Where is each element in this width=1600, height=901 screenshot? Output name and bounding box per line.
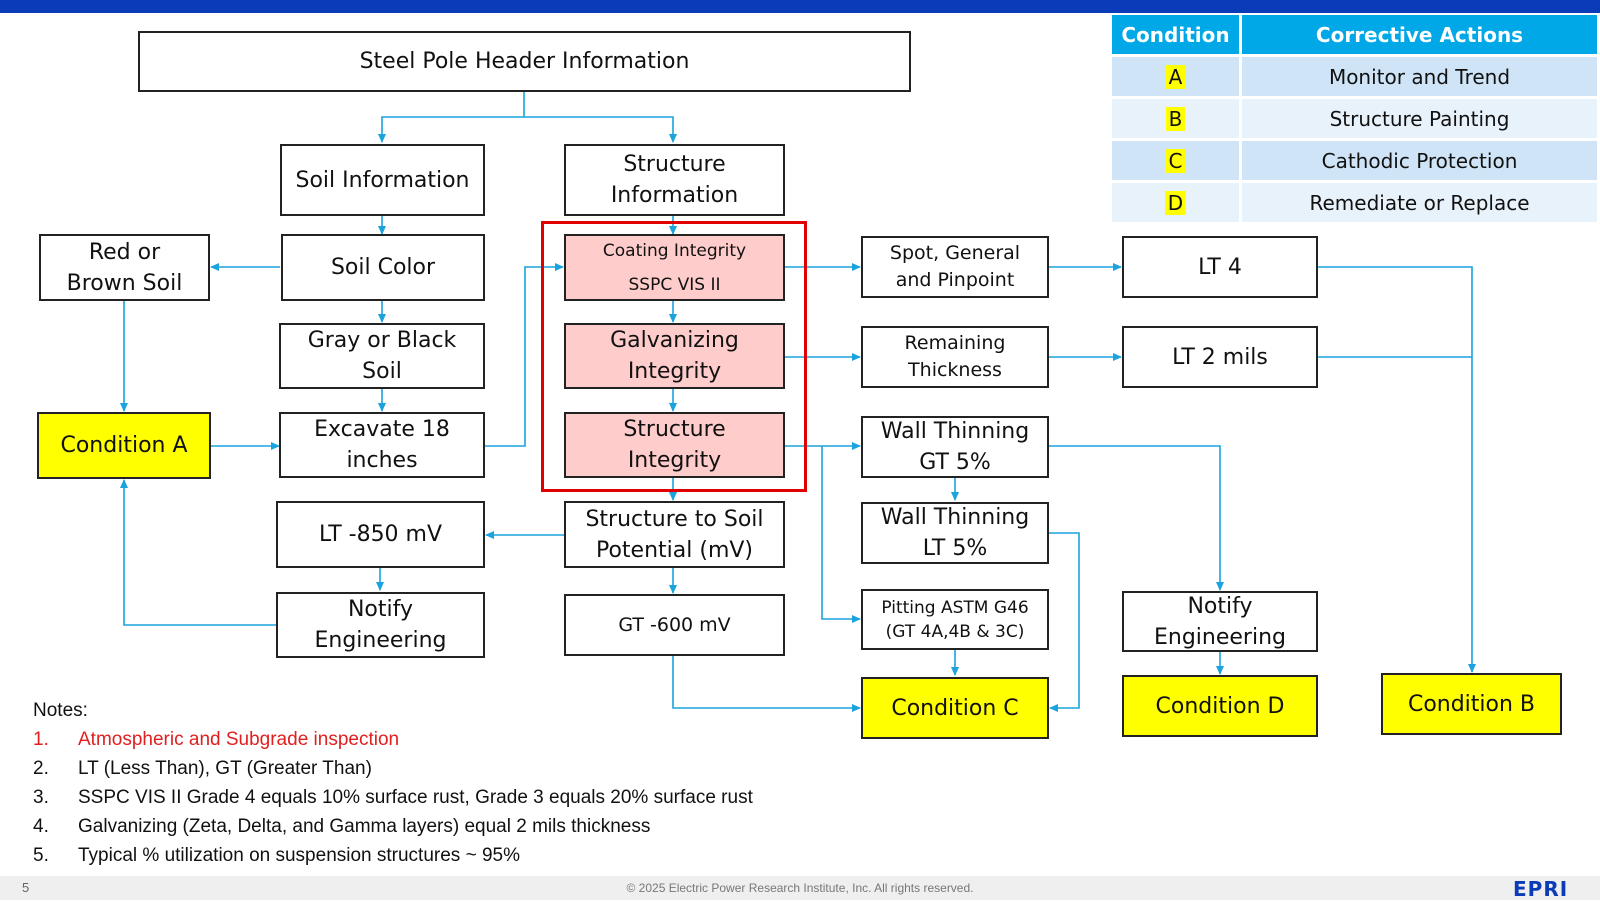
footer-bar xyxy=(0,876,1600,900)
lt-2-mils-box: LT 2 mils xyxy=(1122,326,1318,388)
table-row: A Monitor and Trend xyxy=(1112,54,1600,98)
table-row: C Cathodic Protection xyxy=(1112,138,1600,182)
condition-d-box: Condition D xyxy=(1122,675,1318,737)
notes-title: Notes: xyxy=(33,700,88,721)
epri-logo: EPRI xyxy=(1513,877,1569,901)
condition-letter: B xyxy=(1165,106,1186,131)
top-accent-bar xyxy=(0,0,1600,13)
condition-b-box: Condition B xyxy=(1381,673,1562,735)
condition-letter: D xyxy=(1164,190,1187,215)
table-row: B Structure Painting xyxy=(1112,96,1600,140)
note-item: 4.Galvanizing (Zeta, Delta, and Gamma la… xyxy=(33,816,651,837)
steel-pole-header-box: Steel Pole Header Information xyxy=(138,31,911,92)
note-item: 3.SSPC VIS II Grade 4 equals 10% surface… xyxy=(33,787,753,808)
soil-information-box: Soil Information xyxy=(280,144,485,216)
note-item: 1.Atmospheric and Subgrade inspection xyxy=(33,729,400,750)
page-number: 5 xyxy=(22,880,30,895)
condition-c-box: Condition C xyxy=(861,677,1049,739)
notes-section: Notes: 1.Atmospheric and Subgrade inspec… xyxy=(33,700,753,874)
condition-a-box: Condition A xyxy=(37,412,211,479)
action-cell: Remediate or Replace xyxy=(1240,180,1600,222)
note-item: 2.LT (Less Than), GT (Greater Than) xyxy=(33,758,372,779)
copyright-text: © 2025 Electric Power Research Institute… xyxy=(626,881,974,895)
action-cell: Cathodic Protection xyxy=(1240,138,1600,182)
pitting-astm-box: Pitting ASTM G46(GT 4A,4B & 3C) xyxy=(861,589,1049,650)
action-cell: Structure Painting xyxy=(1240,96,1600,140)
table-row: D Remediate or Replace xyxy=(1112,180,1600,222)
table-header-row: Condition Corrective Actions xyxy=(1112,15,1600,56)
actions-column-header: Corrective Actions xyxy=(1240,15,1600,56)
inspection-highlight-frame xyxy=(541,221,807,492)
condition-letter: C xyxy=(1165,148,1186,173)
action-cell: Monitor and Trend xyxy=(1240,54,1600,98)
lt-4-box: LT 4 xyxy=(1122,236,1318,298)
gt-600-box: GT -600 mV xyxy=(564,594,785,656)
note-item: 5.Typical % utilization on suspension st… xyxy=(33,845,520,866)
lt-850-box: LT -850 mV xyxy=(276,501,485,568)
soil-color-box: Soil Color xyxy=(281,234,485,301)
condition-letter: A xyxy=(1165,64,1186,89)
condition-column-header: Condition xyxy=(1112,15,1242,56)
corrective-actions-table: Condition Corrective Actions A Monitor a… xyxy=(1112,15,1600,222)
